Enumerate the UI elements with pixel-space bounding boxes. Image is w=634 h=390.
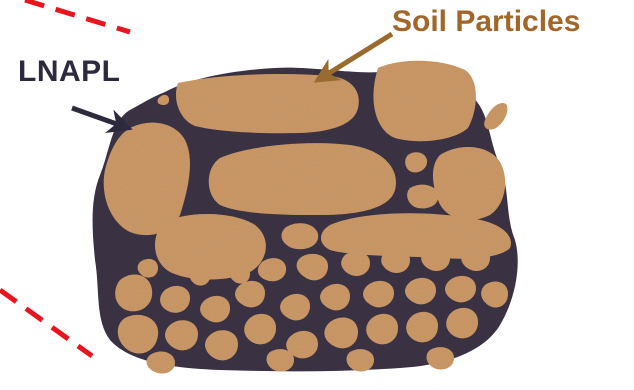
soil-particle <box>427 347 454 369</box>
soil-particle <box>147 352 175 374</box>
dashed-line-bottom <box>0 290 92 356</box>
soil-particle <box>373 61 475 141</box>
soil-particles-label: Soil Particles <box>392 5 580 39</box>
lnapl-label: LNAPL <box>18 55 121 89</box>
soil-particle <box>433 147 505 220</box>
soil-particle <box>155 214 266 279</box>
soil-particle <box>407 185 438 209</box>
soil-particle <box>484 103 507 130</box>
lnapl-arrow-icon <box>72 108 128 128</box>
soil-particle <box>176 74 359 133</box>
soil-particle <box>115 275 152 312</box>
dashed-line-top <box>25 0 130 32</box>
soil-particle <box>209 143 396 215</box>
